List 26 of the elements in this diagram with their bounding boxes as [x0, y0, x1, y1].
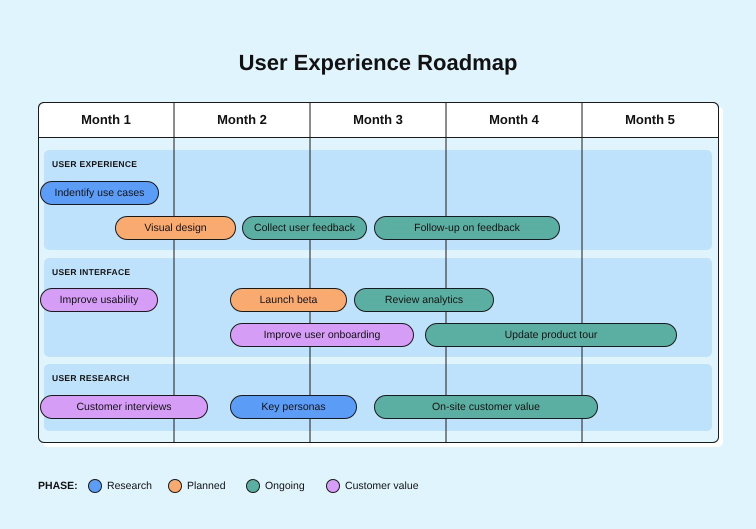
- task-bar: Launch beta: [230, 288, 347, 312]
- column-header: Month 4: [488, 111, 540, 129]
- task-bar: Visual design: [115, 216, 236, 240]
- lane-title: USER INTERFACE: [52, 267, 130, 277]
- column-header: Month 2: [216, 111, 268, 129]
- lane-title: USER EXPERIENCE: [52, 159, 138, 169]
- legend-label: Ongoing: [265, 480, 305, 492]
- title: User Experience Roadmap: [238, 50, 518, 76]
- task-bar: Improve usability: [40, 288, 158, 312]
- legend-label: Customer value: [345, 480, 419, 492]
- task-bar: Key personas: [230, 395, 357, 419]
- task-bar: Customer interviews: [40, 395, 208, 419]
- task-bar: Collect user feedback: [242, 216, 367, 240]
- task-bar: Review analytics: [354, 288, 494, 312]
- task-bar: Follow-up on feedback: [374, 216, 560, 240]
- legend-label: Research: [107, 480, 152, 492]
- legend-label: Planned: [187, 480, 226, 492]
- task-bar: Update product tour: [425, 323, 677, 347]
- column-header: Month 3: [352, 111, 404, 129]
- task-bar: Improve user onboarding: [230, 323, 414, 347]
- legend-title: PHASE:: [38, 480, 78, 492]
- column-header: Month 5: [624, 111, 676, 129]
- column-header: Month 1: [80, 111, 132, 129]
- task-bar: Indentify use cases: [40, 181, 159, 205]
- lane-title: USER RESEARCH: [52, 373, 130, 383]
- task-bar: On-site customer value: [374, 395, 598, 419]
